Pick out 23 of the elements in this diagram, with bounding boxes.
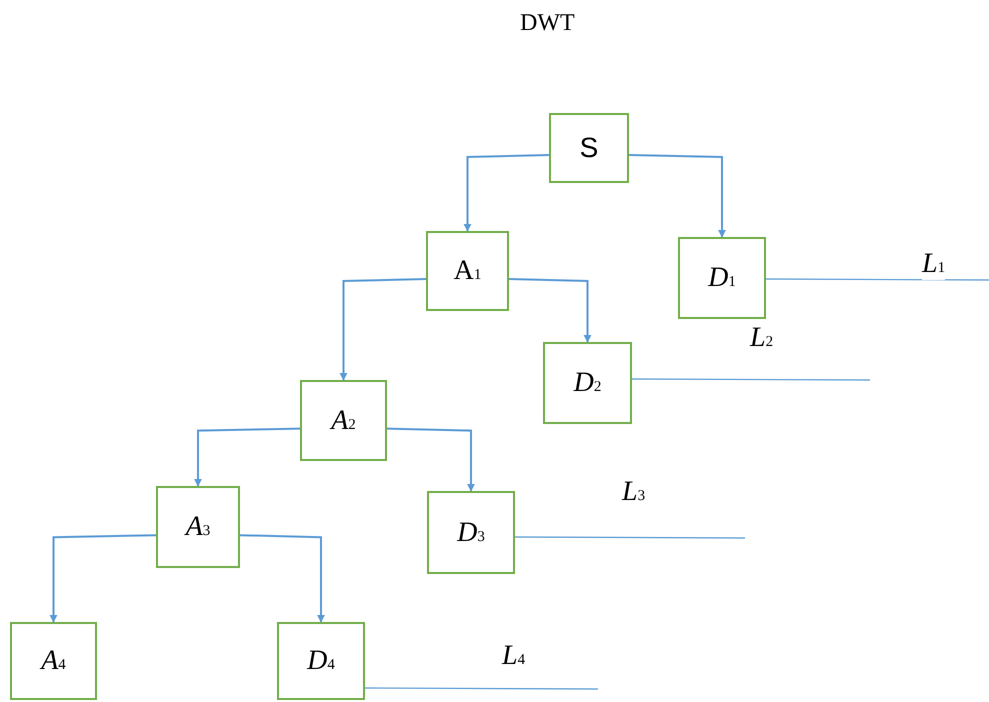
process-box <box>156 486 240 568</box>
arrow <box>464 154 550 232</box>
process-box <box>277 622 365 700</box>
arrow <box>194 428 300 487</box>
arrow <box>240 534 325 623</box>
line <box>365 687 598 690</box>
process-box <box>549 113 629 183</box>
line <box>766 278 989 281</box>
process-box <box>10 622 97 700</box>
process-box <box>678 237 766 319</box>
arrow <box>508 278 592 343</box>
process-box <box>300 380 387 461</box>
title: DWT <box>520 10 575 37</box>
node-label: S <box>580 132 598 164</box>
arrow <box>628 154 726 238</box>
process-box <box>426 231 509 311</box>
process-box <box>543 342 632 424</box>
arrow <box>386 428 475 492</box>
arrow <box>340 278 426 381</box>
process-box <box>427 491 515 574</box>
line <box>632 378 870 381</box>
line <box>515 536 745 539</box>
arrow <box>50 534 156 623</box>
